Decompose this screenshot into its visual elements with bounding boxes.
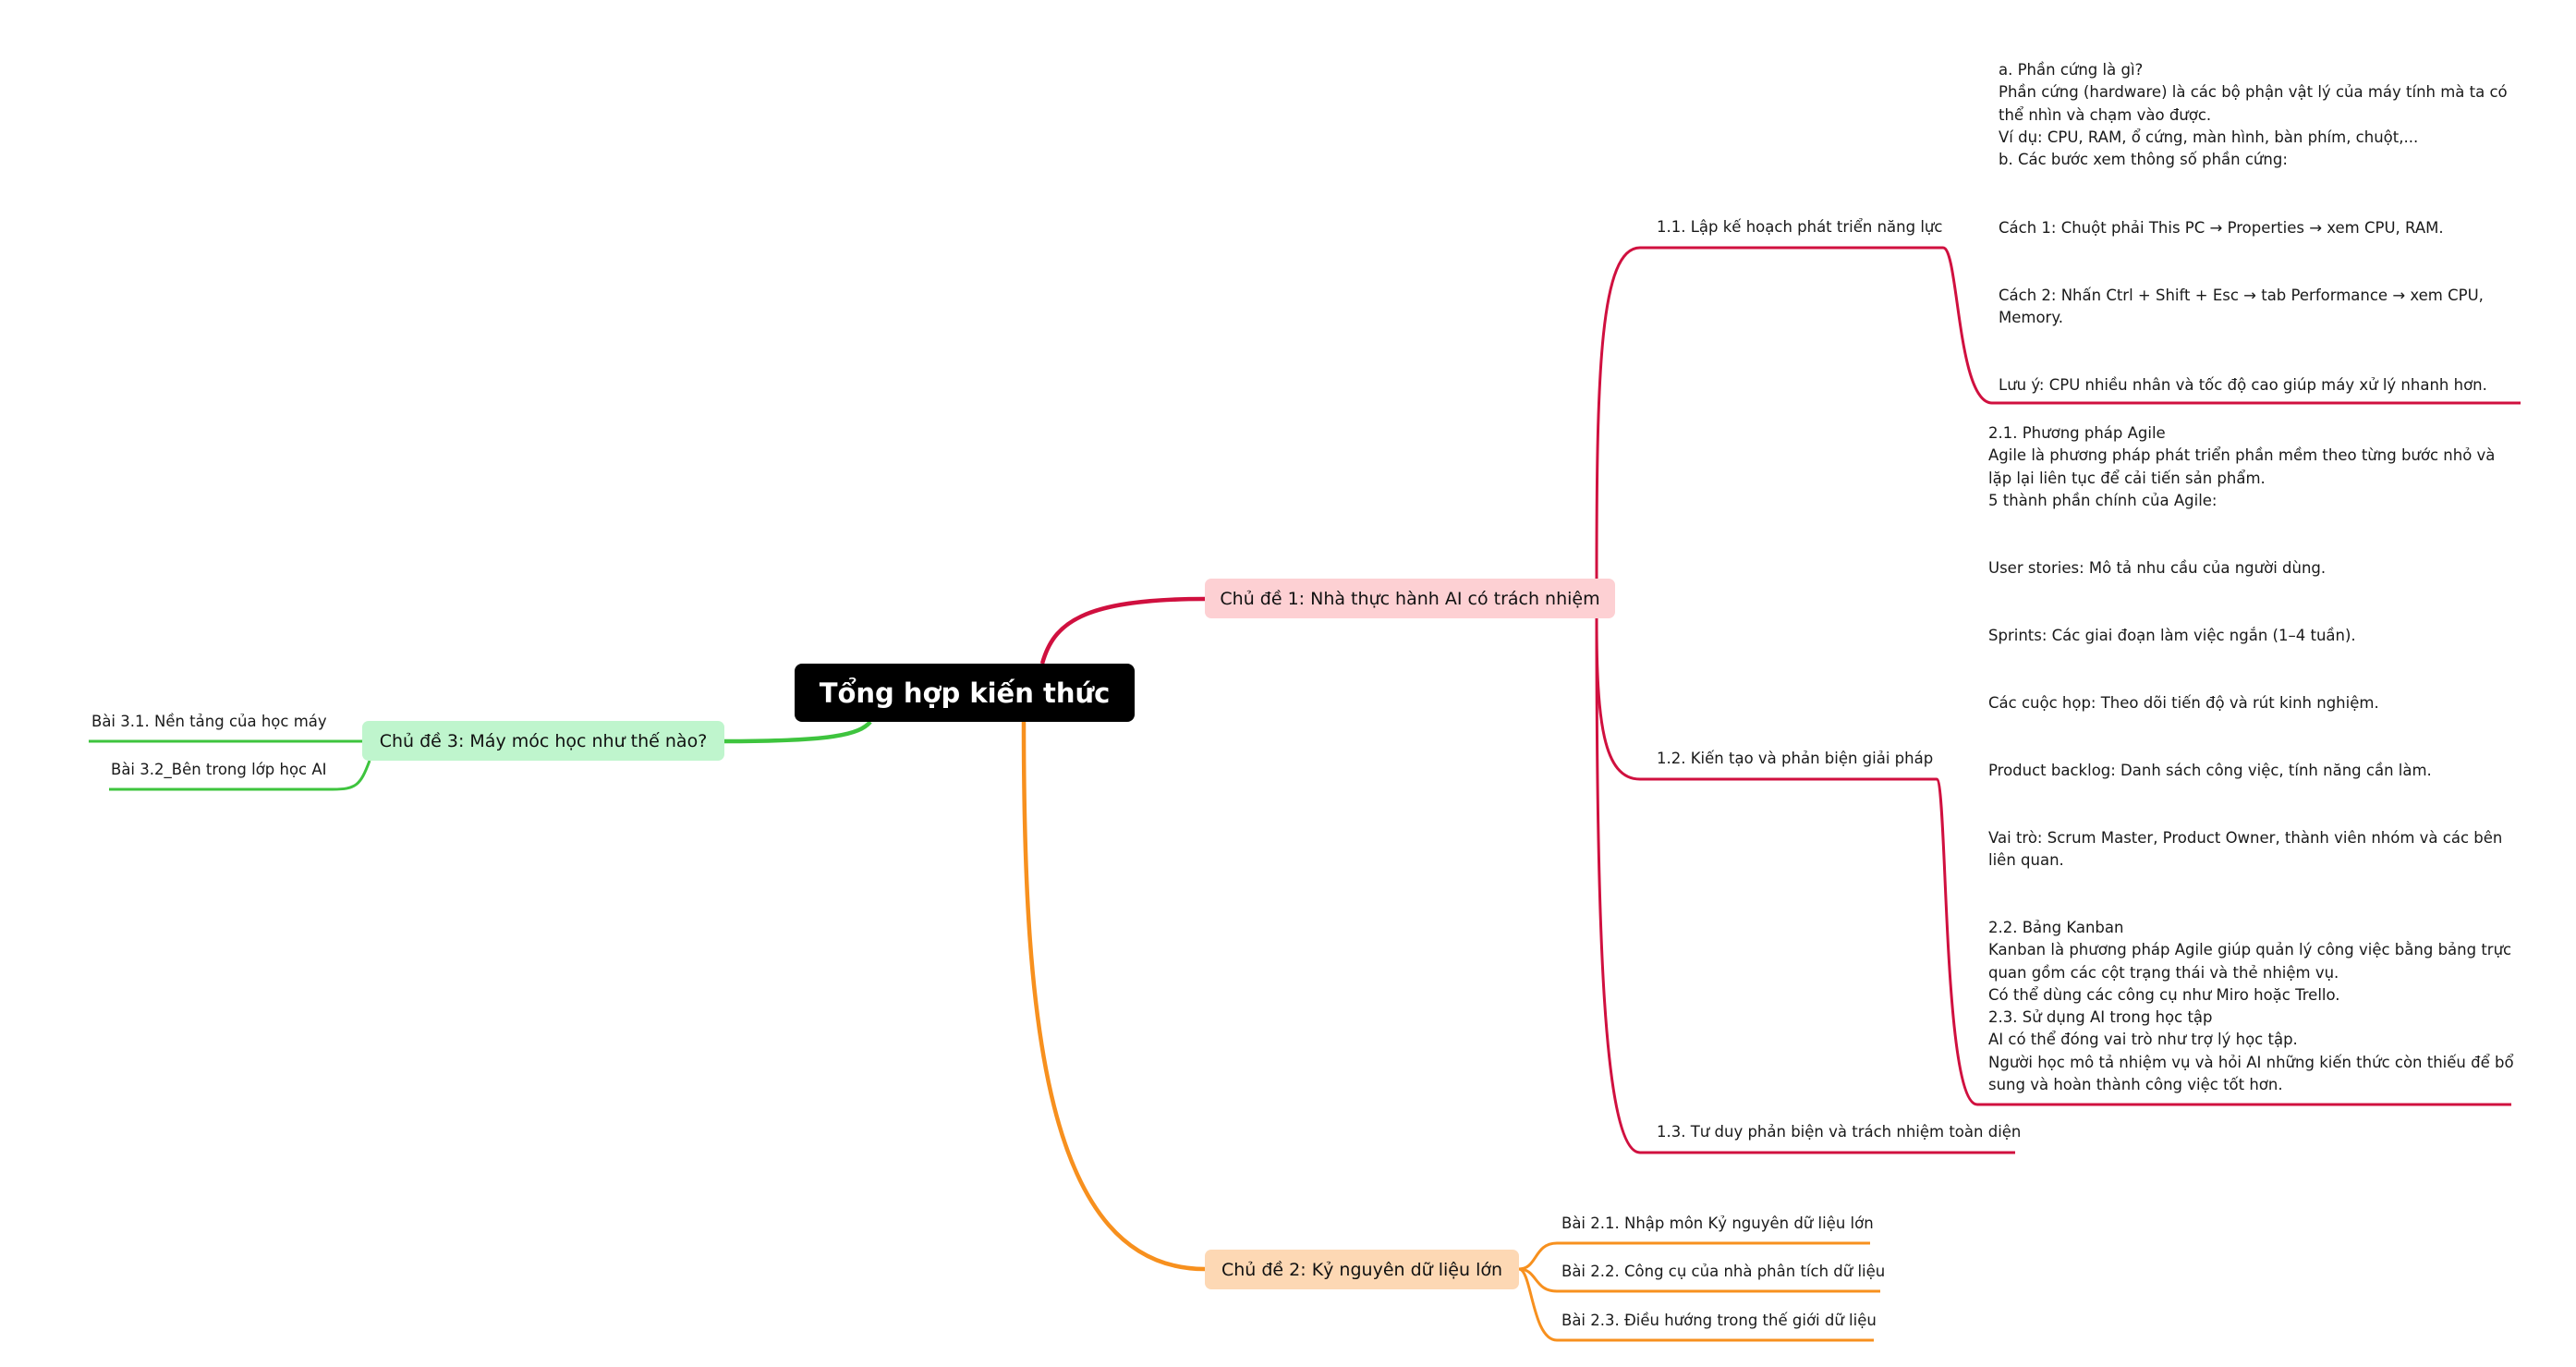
link-topic1-sub1 [1595,246,1943,580]
note-1-1-tip[interactable]: Lưu ý: CPU nhiều nhân và tốc độ cao giúp… [1999,376,2487,394]
subtopic-1-2[interactable]: 1.2. Kiến tạo và phản biện giải pháp [1657,750,1934,767]
link-topic3-item2 [109,760,371,791]
note-1-1-method2[interactable]: Cách 2: Nhấn Ctrl + Shift + Esc → tab Pe… [1999,287,2484,327]
root-node[interactable]: Tổng hợp kiến thức [795,664,1135,722]
link-topic2-item2 [1518,1267,1880,1293]
topic3-node[interactable]: Chủ đề 3: Máy móc học như thế nào? [362,721,724,761]
subtopic-1-1[interactable]: 1.1. Lập kế hoạch phát triển năng lực [1657,218,1943,236]
topic2-node[interactable]: Chủ đề 2: Kỷ nguyên dữ liệu lớn [1205,1250,1519,1289]
link-topic2-item3 [1518,1267,1874,1342]
lesson-2-2[interactable]: Bài 2.2. Công cụ của nhà phân tích dữ li… [1561,1263,1886,1280]
lesson-3-1[interactable]: Bài 3.1. Nền tảng của học máy [91,713,327,730]
topic1-label: Chủ đề 1: Nhà thực hành AI có trách nhiệ… [1220,588,1600,609]
lesson-2-1[interactable]: Bài 2.1. Nhập môn Kỷ nguyên dữ liệu lớn [1561,1214,1874,1232]
root-title: Tổng hợp kiến thức [819,677,1111,709]
link-sub1-notes [1942,246,2521,405]
lesson-2-3[interactable]: Bài 2.3. Điều hướng trong thế giới dữ li… [1561,1312,1877,1329]
note-1-1-hardware[interactable]: a. Phần cứng là gì? Phần cứng (hardware)… [1999,61,2508,169]
note-1-1-method1[interactable]: Cách 1: Chuột phải This PC → Properties … [1999,219,2444,237]
lesson-3-2[interactable]: Bài 3.2_Bên trong lớp học AI [111,761,327,778]
note-1-2-meetings[interactable]: Các cuộc họp: Theo dõi tiến độ và rút ki… [1988,694,2379,712]
link-sub2-notes [1935,777,2511,1106]
note-1-2-agile[interactable]: 2.1. Phương pháp Agile Agile là phương p… [1988,424,2496,509]
subtopic-1-3[interactable]: 1.3. Tư duy phản biện và trách nhiệm toà… [1657,1123,2022,1141]
link-topic2-item1 [1518,1241,1870,1271]
note-1-2-roles[interactable]: Vai trò: Scrum Master, Product Owner, th… [1988,829,2503,870]
note-1-2-backlog[interactable]: Product backlog: Danh sách công việc, tí… [1988,762,2432,779]
note-1-2-kanban-ai[interactable]: 2.2. Bảng Kanban Kanban là phương pháp A… [1988,919,2514,1094]
note-1-2-user-stories[interactable]: User stories: Mô tả nhu cầu của người dù… [1988,559,2327,577]
topic2-label: Chủ đề 2: Kỷ nguyên dữ liệu lớn [1221,1259,1503,1280]
link-root-topic2 [1021,721,1206,1272]
topic1-node[interactable]: Chủ đề 1: Nhà thực hành AI có trách nhiệ… [1205,579,1615,618]
link-root-topic3 [723,720,872,744]
link-root-topic1 [1039,596,1206,665]
note-1-2-sprints[interactable]: Sprints: Các giai đoạn làm việc ngắn (1–… [1988,627,2356,644]
link-topic1-sub3 [1595,617,2015,1154]
topic3-label: Chủ đề 3: Máy móc học như thế nào? [379,730,708,751]
